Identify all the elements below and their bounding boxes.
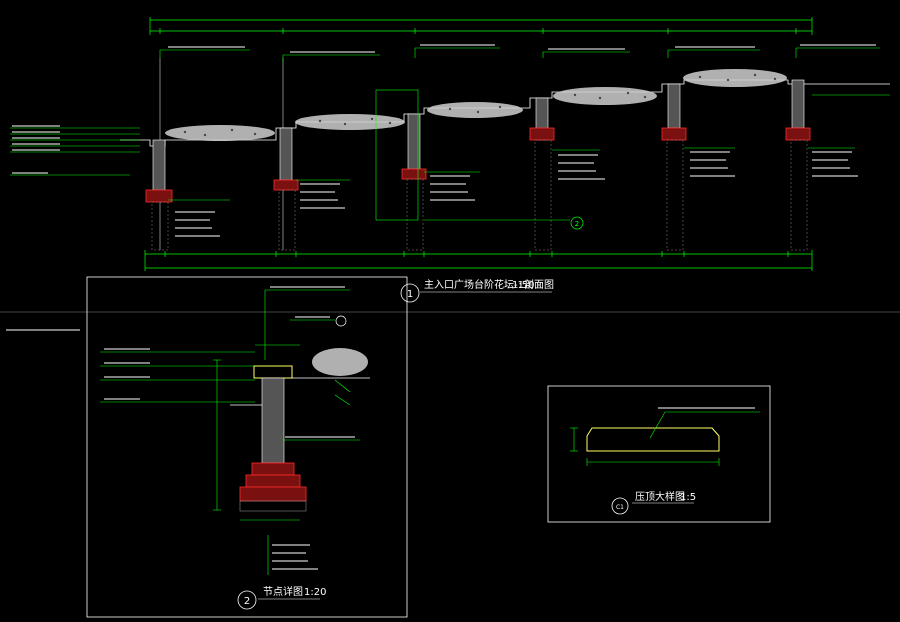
section-top-dimensions [149, 17, 813, 35]
callout-circle-2 [570, 216, 584, 230]
cap-detail: C1 压顶大样图 1:5 [570, 407, 760, 515]
cap-title: 压顶大样图 [635, 490, 685, 503]
detail-wall [261, 377, 285, 464]
detail-scale: 1:20 [304, 587, 326, 598]
detail-drawing: 2 节点详图 1:20 [100, 286, 370, 610]
section-foliage-texture [183, 73, 777, 137]
section-title: 主入口广场台阶花坛-1剖面图 [424, 278, 554, 291]
section-foliage [165, 69, 787, 141]
detail-frame [86, 276, 408, 618]
cap-profile [586, 427, 720, 452]
section-ground-lines [120, 58, 890, 250]
detail-marker: 2 [244, 596, 250, 607]
detail-title: 节点详图 [263, 585, 303, 598]
cap-detail-frame [547, 385, 771, 523]
section-title-block: 1 主入口广场台阶花坛-1剖面图 1:50 2 [400, 216, 584, 303]
detail-coping [253, 365, 293, 379]
section-scale: 1:50 [512, 280, 534, 291]
cap-marker: C1 [616, 504, 624, 511]
section-marker-circle [400, 283, 420, 303]
section-base-columns [151, 139, 808, 251]
detail-footing [239, 462, 307, 502]
callout-marker-2: 2 [575, 220, 579, 228]
cap-scale: 1:5 [680, 492, 696, 503]
drawing-frames [0, 276, 900, 618]
section-leaders [10, 47, 890, 221]
section-bottom-dimensions [144, 250, 813, 271]
section-footings [145, 127, 811, 203]
section-note-strokes [6, 44, 876, 331]
cap-marker-circle [611, 497, 629, 515]
detail-foliage [312, 348, 368, 376]
detail-base [239, 500, 307, 512]
detail-marker-circle [237, 590, 257, 610]
section-marker: 1 [407, 289, 413, 300]
